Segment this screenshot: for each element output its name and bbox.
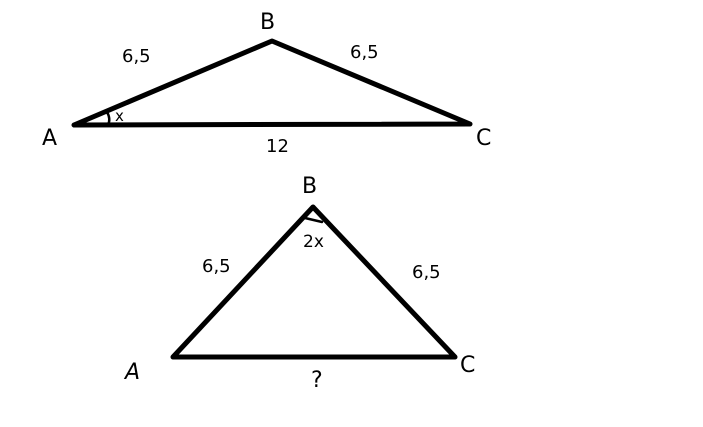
vertex-label-b-top: B — [260, 10, 276, 35]
vertex-label-a-top: A — [42, 126, 58, 151]
vertex-label-c-bottom: C — [460, 353, 476, 378]
side-label-bc-bottom: 6,5 — [412, 262, 441, 283]
angle-arc-a-top — [105, 110, 111, 127]
vertex-label-a-bottom: A — [125, 360, 141, 385]
angle-label-a-top: x — [115, 107, 124, 125]
triangle-top — [71, 38, 473, 128]
side-label-bc-top: 6,5 — [350, 42, 379, 63]
triangle-bottom-outline — [170, 204, 458, 360]
side-label-ac-top: 12 — [266, 136, 289, 157]
vertex-label-b-bottom: B — [302, 174, 318, 199]
angle-arc-b-bottom — [303, 216, 324, 224]
side-label-ab-top: 6,5 — [122, 46, 151, 67]
angle-label-b-bottom: 2x — [303, 232, 324, 252]
vertex-label-c-top: C — [476, 126, 492, 151]
side-label-ac-bottom: ? — [311, 368, 323, 393]
triangle-bottom — [170, 204, 458, 360]
triangle-top-outline — [71, 38, 473, 128]
side-label-ab-bottom: 6,5 — [202, 256, 231, 277]
